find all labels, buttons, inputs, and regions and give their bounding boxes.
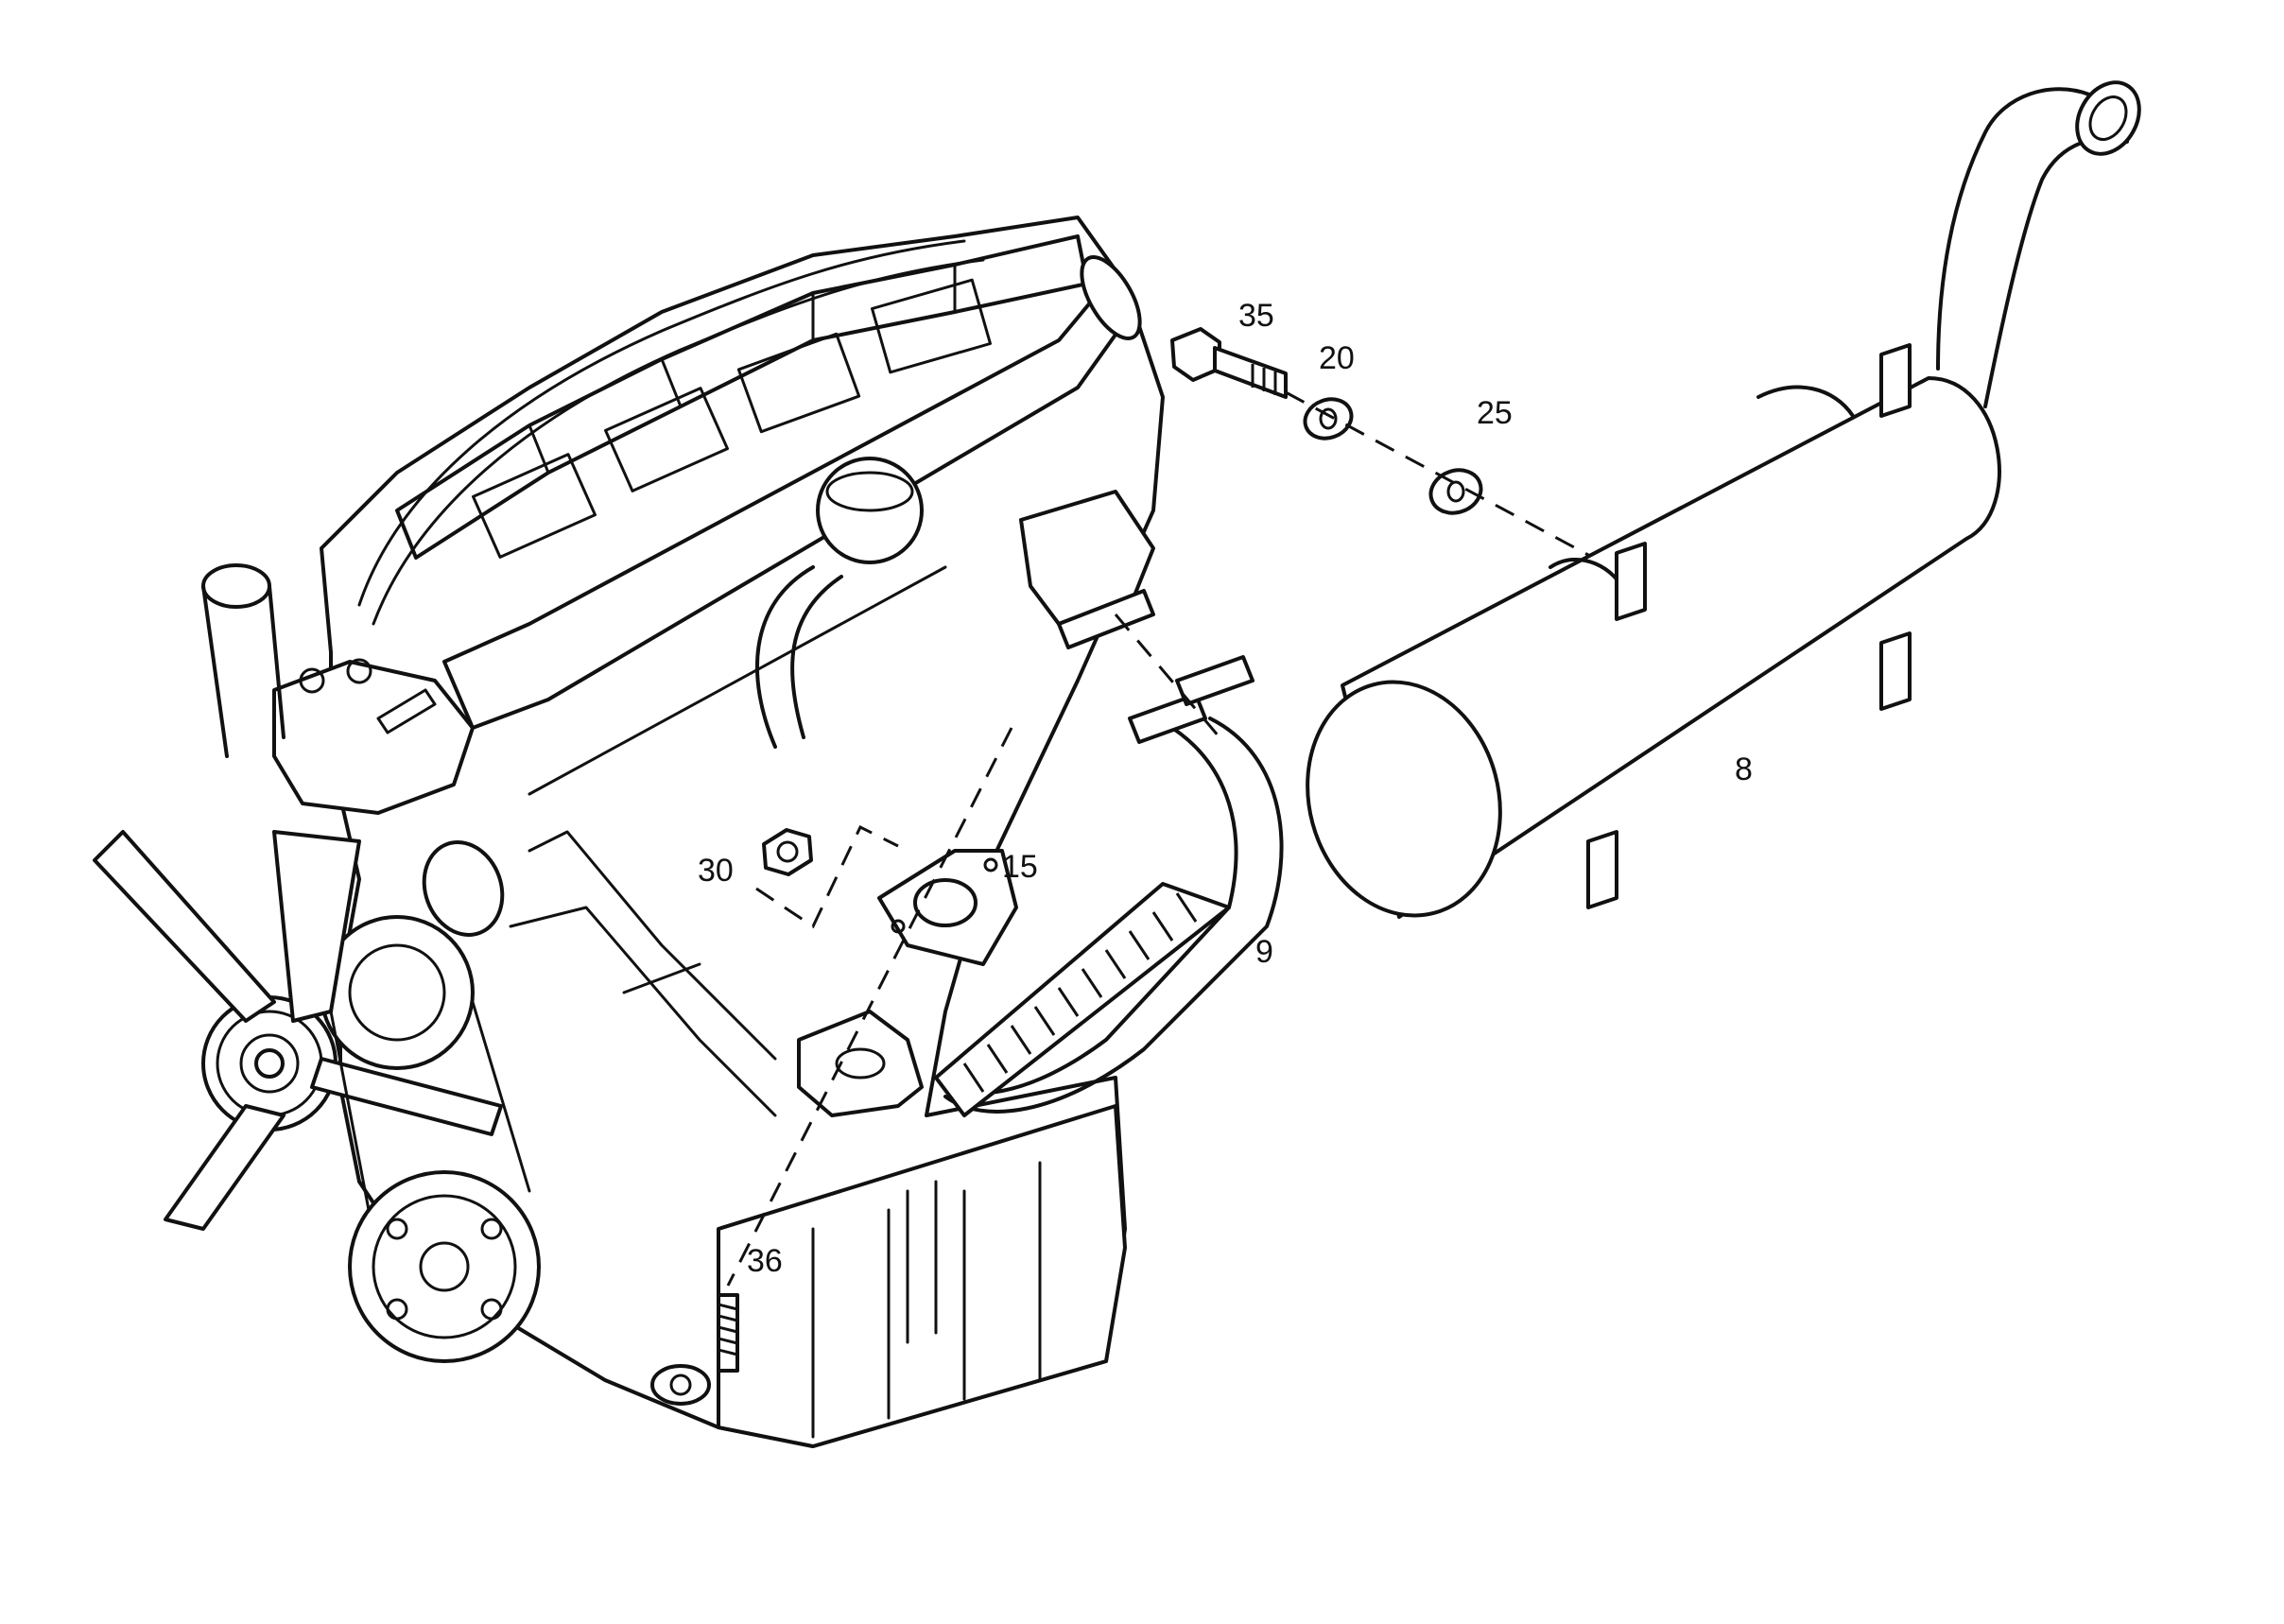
callout-labels: 35 20 25 8 30 15 9 36 [698,298,1753,1279]
gasket-15 [877,849,1018,966]
nut-30 [755,824,899,929]
callout-30: 30 [698,853,734,889]
callout-25: 25 [1477,395,1513,431]
callout-36: 36 [747,1243,783,1279]
callout-35: 35 [1238,298,1274,334]
bolt-35 [1170,327,1288,399]
callout-15: 15 [1002,849,1038,885]
muffler-8 [1306,80,2141,919]
callout-8: 8 [1735,752,1753,787]
pipe-axis-line [1114,613,1221,738]
stud-axis-line [726,727,1013,1287]
stud-36 [650,1293,739,1406]
callout-9: 9 [1255,934,1273,970]
washer-20 [1303,397,1354,441]
washer-25 [1428,468,1483,515]
callout-20: 20 [1319,340,1355,376]
exhaust-pipe-9 [934,589,1284,1117]
engine-assembly [93,216,1165,1448]
